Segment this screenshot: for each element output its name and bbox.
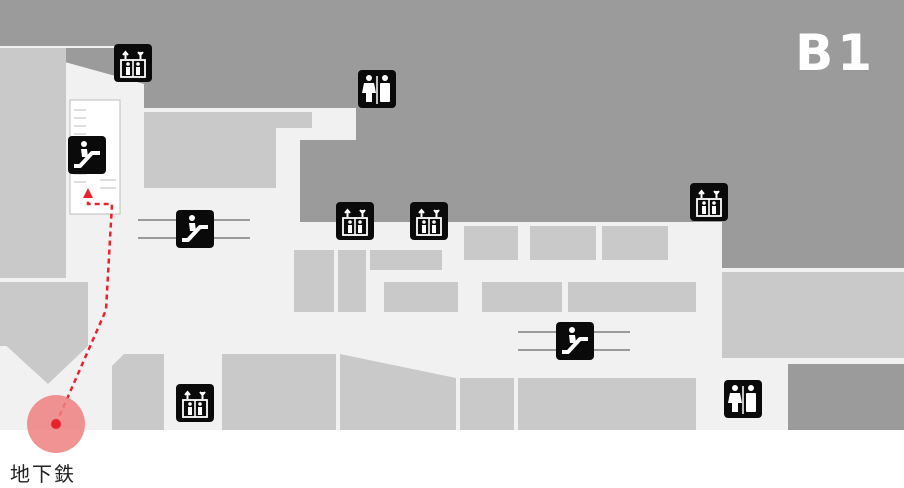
subway-label: 地下鉄 (10, 462, 76, 486)
map-canvas (0, 0, 904, 430)
route-line (54, 196, 114, 425)
floor-label: B1 (795, 24, 876, 82)
building-blocks (0, 0, 904, 430)
shop-blocks (0, 48, 904, 430)
route-arrow (83, 188, 93, 198)
location-dot (51, 419, 61, 429)
